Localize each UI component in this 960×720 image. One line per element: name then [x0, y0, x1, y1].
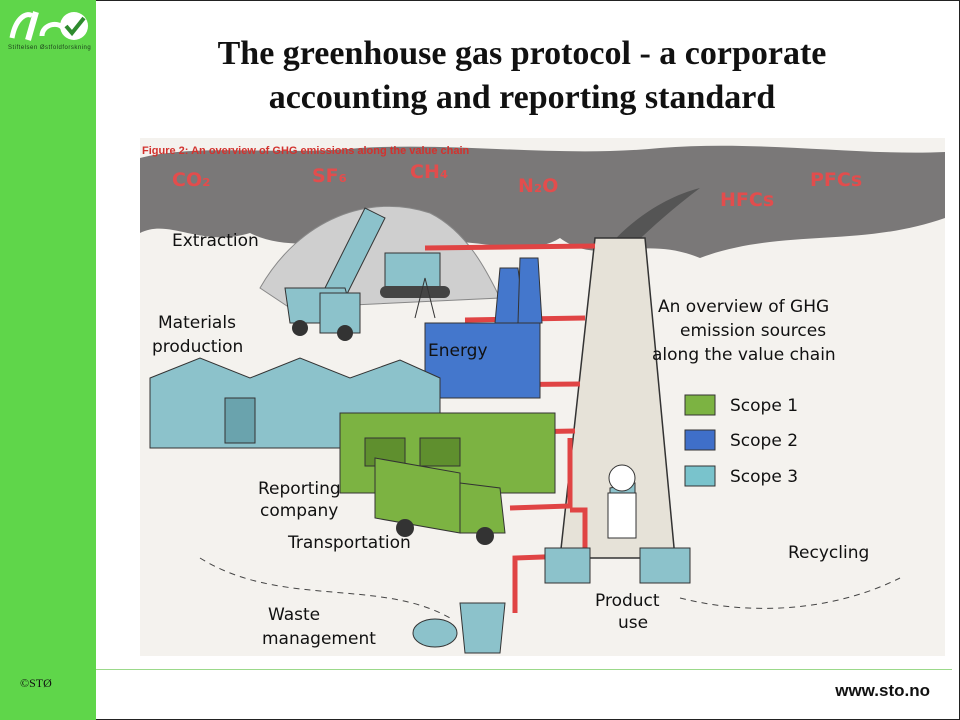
legend: Scope 1 Scope 2 Scope 3 — [684, 394, 798, 487]
footer-divider — [96, 669, 952, 670]
label-energy: Energy — [428, 341, 488, 361]
excavator — [319, 207, 450, 299]
figure-caption: Figure 2: An overview of GHG emissions a… — [142, 145, 470, 157]
delivery-truck — [374, 457, 506, 545]
overview-line-3: along the value chain — [652, 345, 836, 365]
energy-plant — [414, 257, 543, 399]
legend-swatch-scope3 — [684, 465, 716, 487]
legend-scope1: Scope 1 — [730, 396, 798, 416]
legend-scope3: Scope 3 — [730, 467, 798, 487]
label-extraction: Extraction — [172, 231, 259, 251]
gas-n2o: N₂O — [518, 175, 558, 197]
label-product-2: use — [618, 613, 648, 633]
label-reporting-1: Reporting — [258, 479, 341, 499]
label-waste-2: management — [262, 629, 376, 649]
label-product-1: Product — [595, 591, 660, 611]
label-transportation: Transportation — [287, 533, 411, 553]
title-line-2: accounting and reporting standard — [268, 79, 776, 116]
label-materials-2: production — [152, 337, 243, 357]
label-waste-1: Waste — [268, 605, 320, 625]
gas-sf6: SF₆ — [312, 165, 347, 187]
label-recycling: Recycling — [788, 543, 869, 563]
waste-bins — [412, 602, 506, 654]
legend-scope2: Scope 2 — [730, 431, 798, 451]
flow-path — [199, 557, 901, 619]
mining-truck — [284, 287, 361, 341]
logo-subtitle: Stiftelsen Østfoldforskning — [8, 45, 92, 51]
title-line-1: The greenhouse gas protocol - a corporat… — [217, 35, 827, 72]
slide-title: The greenhouse gas protocol - a corporat… — [112, 32, 932, 120]
sto-logo — [9, 11, 88, 41]
ghg-value-chain-figure: Figure 2: An overview of GHG emissions a… — [140, 138, 945, 656]
overview-line-2: emission sources — [680, 321, 826, 341]
copyright-text: ©STØ — [20, 676, 52, 690]
label-materials-1: Materials — [158, 313, 236, 333]
gas-hfcs: HFCs — [720, 189, 774, 211]
sidebar: Stiftelsen Østfoldforskning ©STØ — [0, 0, 96, 720]
label-reporting-2: company — [260, 501, 338, 521]
gas-pfcs: PFCs — [810, 169, 862, 191]
legend-swatch-scope1 — [684, 394, 716, 416]
legend-swatch-scope2 — [684, 429, 716, 451]
person — [607, 464, 637, 539]
gas-co2: CO₂ — [172, 169, 210, 191]
gas-ch4: CH₄ — [410, 161, 448, 183]
footer-url: www.sto.no — [835, 681, 930, 700]
overview-line-1: An overview of GHG — [658, 297, 829, 317]
